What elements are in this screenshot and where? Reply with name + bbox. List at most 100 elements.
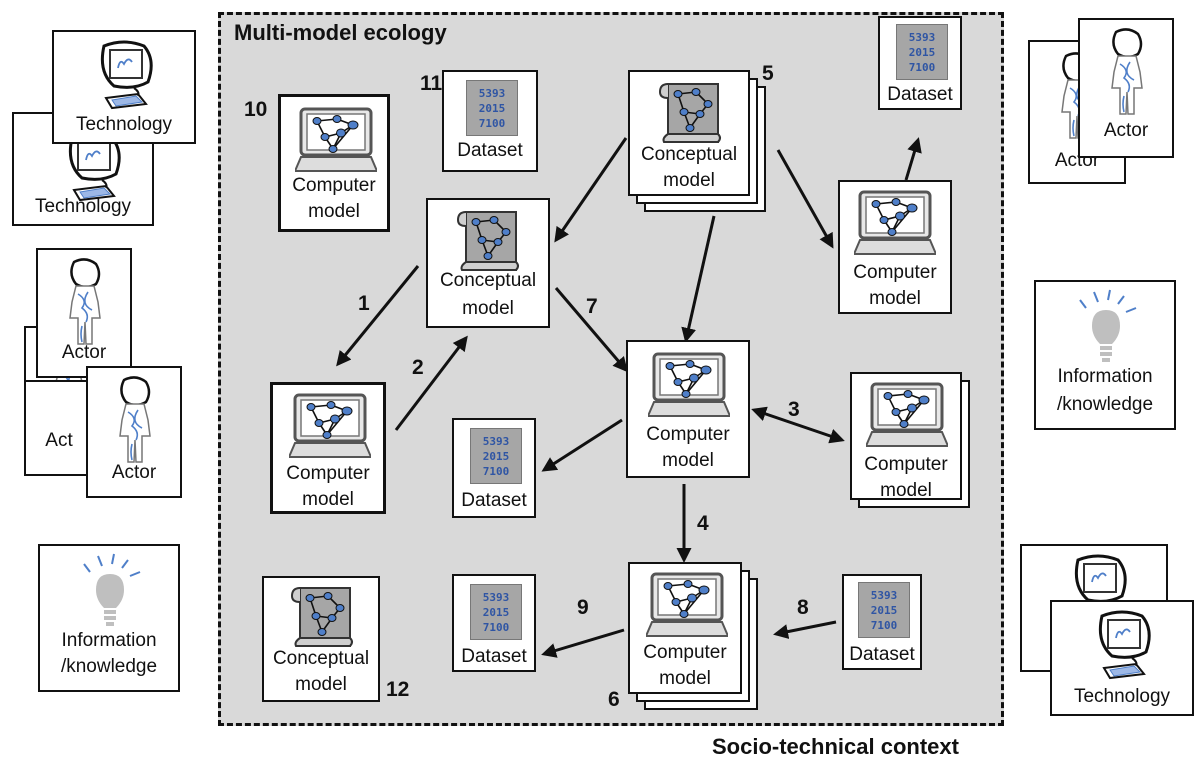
info-right-card-label-2: /knowledge — [1056, 394, 1154, 415]
actor-icon — [1111, 28, 1143, 115]
info-right-card-label-1: Information — [1057, 366, 1153, 387]
dataset-digits-row-1: 5393 — [482, 591, 510, 604]
computer-right-card-label-1: Computer — [853, 262, 937, 283]
computer-model-icon — [648, 352, 730, 417]
label-10: 10 — [244, 98, 268, 121]
dataset-digits-row-3: 7100 — [908, 61, 936, 74]
computer-10-card-label-2: model — [308, 201, 360, 222]
arrow-1 — [336, 265, 420, 367]
actor-icon — [119, 376, 151, 463]
tech-left-front-card-label-1: Technology — [75, 114, 173, 135]
label-4: 4 — [697, 512, 709, 535]
computer-left-card-label-1: Computer — [286, 463, 370, 484]
actor-icon — [69, 258, 101, 345]
conceptual-12-card-label-1: Conceptual — [272, 648, 370, 669]
arrow-9 — [541, 628, 625, 658]
computer-model-icon — [646, 572, 728, 637]
dataset-digits-row-1: 5393 — [908, 31, 936, 44]
lightbulb-icon — [1079, 289, 1137, 362]
arrow-computer-to-dataset-top — [904, 137, 922, 181]
dataset-center-card-label-1: Dataset — [461, 490, 527, 511]
dataset-digits-row-2: 2015 — [482, 450, 510, 463]
arrow-5-to-computer-center — [681, 215, 716, 343]
conceptual-model-icon — [456, 211, 519, 271]
dataset-bottom-right-card-label-1: Dataset — [849, 644, 915, 665]
conceptual-model-icon — [290, 587, 353, 647]
arrow-center-to-dataset — [541, 418, 623, 472]
arrow-5-to-computer-right — [776, 149, 834, 249]
lightbulb-icon — [83, 553, 141, 626]
ecology-title: Multi-model ecology — [234, 20, 447, 45]
computer-6-card-label-2: model — [659, 668, 711, 689]
label-1: 1 — [358, 292, 370, 315]
computer-3-card: Computer model — [850, 372, 962, 501]
computer-model-icon — [289, 393, 371, 458]
info-left-card-label-2: /knowledge — [60, 656, 158, 677]
dataset-11-card: 5393 2015 7100 Dataset — [442, 70, 538, 172]
tech-right-front-card-label-1: Technology — [1073, 686, 1171, 707]
computer-center-card-label-2: model — [662, 450, 714, 471]
dataset-bottom-left-card: 5393 2015 7100 Dataset — [452, 574, 536, 672]
arrow-5-to-conceptual — [554, 137, 628, 243]
dataset-bottom-right-card: 5393 2015 7100 Dataset — [842, 574, 922, 670]
dataset-digits-row-2: 2015 — [478, 102, 506, 115]
computer-model-icon — [854, 190, 936, 255]
dataset-digits-row-3: 7100 — [482, 621, 510, 634]
label-11: 11 — [420, 72, 443, 95]
technology-icon — [100, 40, 153, 110]
actor-left-mid-card-label-1: Act — [45, 430, 73, 451]
computer-right-card-label-2: model — [869, 288, 921, 309]
actor-left-front-card-label-1: Actor — [111, 462, 157, 483]
label-3: 3 — [788, 398, 800, 421]
dataset-digits-row-3: 7100 — [478, 117, 506, 130]
conceptual-center-card-label-2: model — [462, 298, 514, 319]
dataset-icon: 5393 2015 7100 — [896, 24, 948, 80]
dataset-top-right-card-label-1: Dataset — [887, 84, 953, 105]
dataset-icon: 5393 2015 7100 — [466, 80, 518, 136]
label-12: 12 — [386, 678, 410, 701]
dataset-icon: 5393 2015 7100 — [858, 582, 910, 638]
conceptual-12-card: Conceptual model — [262, 576, 380, 702]
info-left-card: Information/knowledge — [38, 544, 180, 692]
tech-left-back-card-label-1: Technology — [34, 196, 132, 217]
computer-3-card-label-1: Computer — [864, 454, 948, 475]
dataset-digits-row-1: 5393 — [870, 589, 898, 602]
label-7: 7 — [586, 295, 598, 318]
dataset-digits-row-1: 5393 — [478, 87, 506, 100]
computer-6-card-label-1: Computer — [643, 642, 727, 663]
dataset-digits-row-3: 7100 — [482, 465, 510, 478]
computer-model-icon — [295, 107, 377, 172]
dataset-top-right-card: 5393 2015 7100 Dataset — [878, 16, 962, 110]
info-left-card-label-1: Information — [61, 630, 157, 651]
dataset-bottom-left-card-label-1: Dataset — [461, 646, 527, 667]
tech-right-front-card: Technology — [1050, 600, 1194, 716]
tech-left-front-card: Technology — [52, 30, 196, 144]
dataset-center-card: 5393 2015 7100 Dataset — [452, 418, 536, 518]
conceptual-model-icon — [658, 83, 721, 143]
actor-left-front-card: Actor — [86, 366, 182, 498]
dataset-11-card-label-1: Dataset — [457, 140, 523, 161]
actor-left-top-card-label-1: Actor — [61, 342, 107, 363]
label-5: 5 — [762, 62, 774, 85]
computer-model-icon — [866, 382, 948, 447]
arrow-8 — [773, 620, 837, 640]
actor-left-top-card: Actor — [36, 248, 132, 378]
computer-left-card: Computer model — [270, 382, 386, 514]
technology-icon — [1098, 610, 1151, 680]
conceptual-5-card-label-2: model — [663, 170, 715, 191]
arrow-3 — [751, 406, 845, 444]
computer-left-card-label-2: model — [302, 489, 354, 510]
label-2: 2 — [412, 356, 424, 379]
dataset-digits-row-1: 5393 — [482, 435, 510, 448]
dataset-icon: 5393 2015 7100 — [470, 584, 522, 640]
label-8: 8 — [797, 596, 809, 619]
computer-3-card-label-2: model — [880, 480, 932, 501]
dataset-icon: 5393 2015 7100 — [470, 428, 522, 484]
arrow-7 — [554, 287, 628, 373]
conceptual-12-card-label-2: model — [295, 674, 347, 695]
